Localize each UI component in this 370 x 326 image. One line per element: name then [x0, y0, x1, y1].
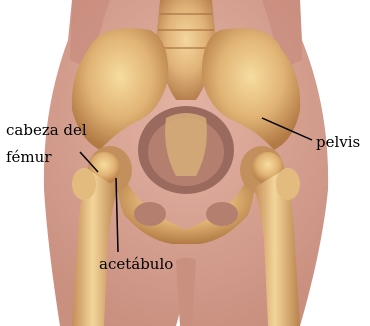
femur-head-label-line1: cabeza del	[6, 122, 87, 139]
left-trochanter	[72, 168, 96, 200]
pelvis-label: pelvis	[316, 134, 360, 151]
right-obturator-foramen	[206, 202, 238, 226]
femur-head-label-line2: fémur	[6, 149, 51, 166]
right-trochanter	[276, 168, 300, 200]
acetabulum-label: acetábulo	[99, 256, 173, 273]
left-obturator-foramen	[134, 202, 166, 226]
